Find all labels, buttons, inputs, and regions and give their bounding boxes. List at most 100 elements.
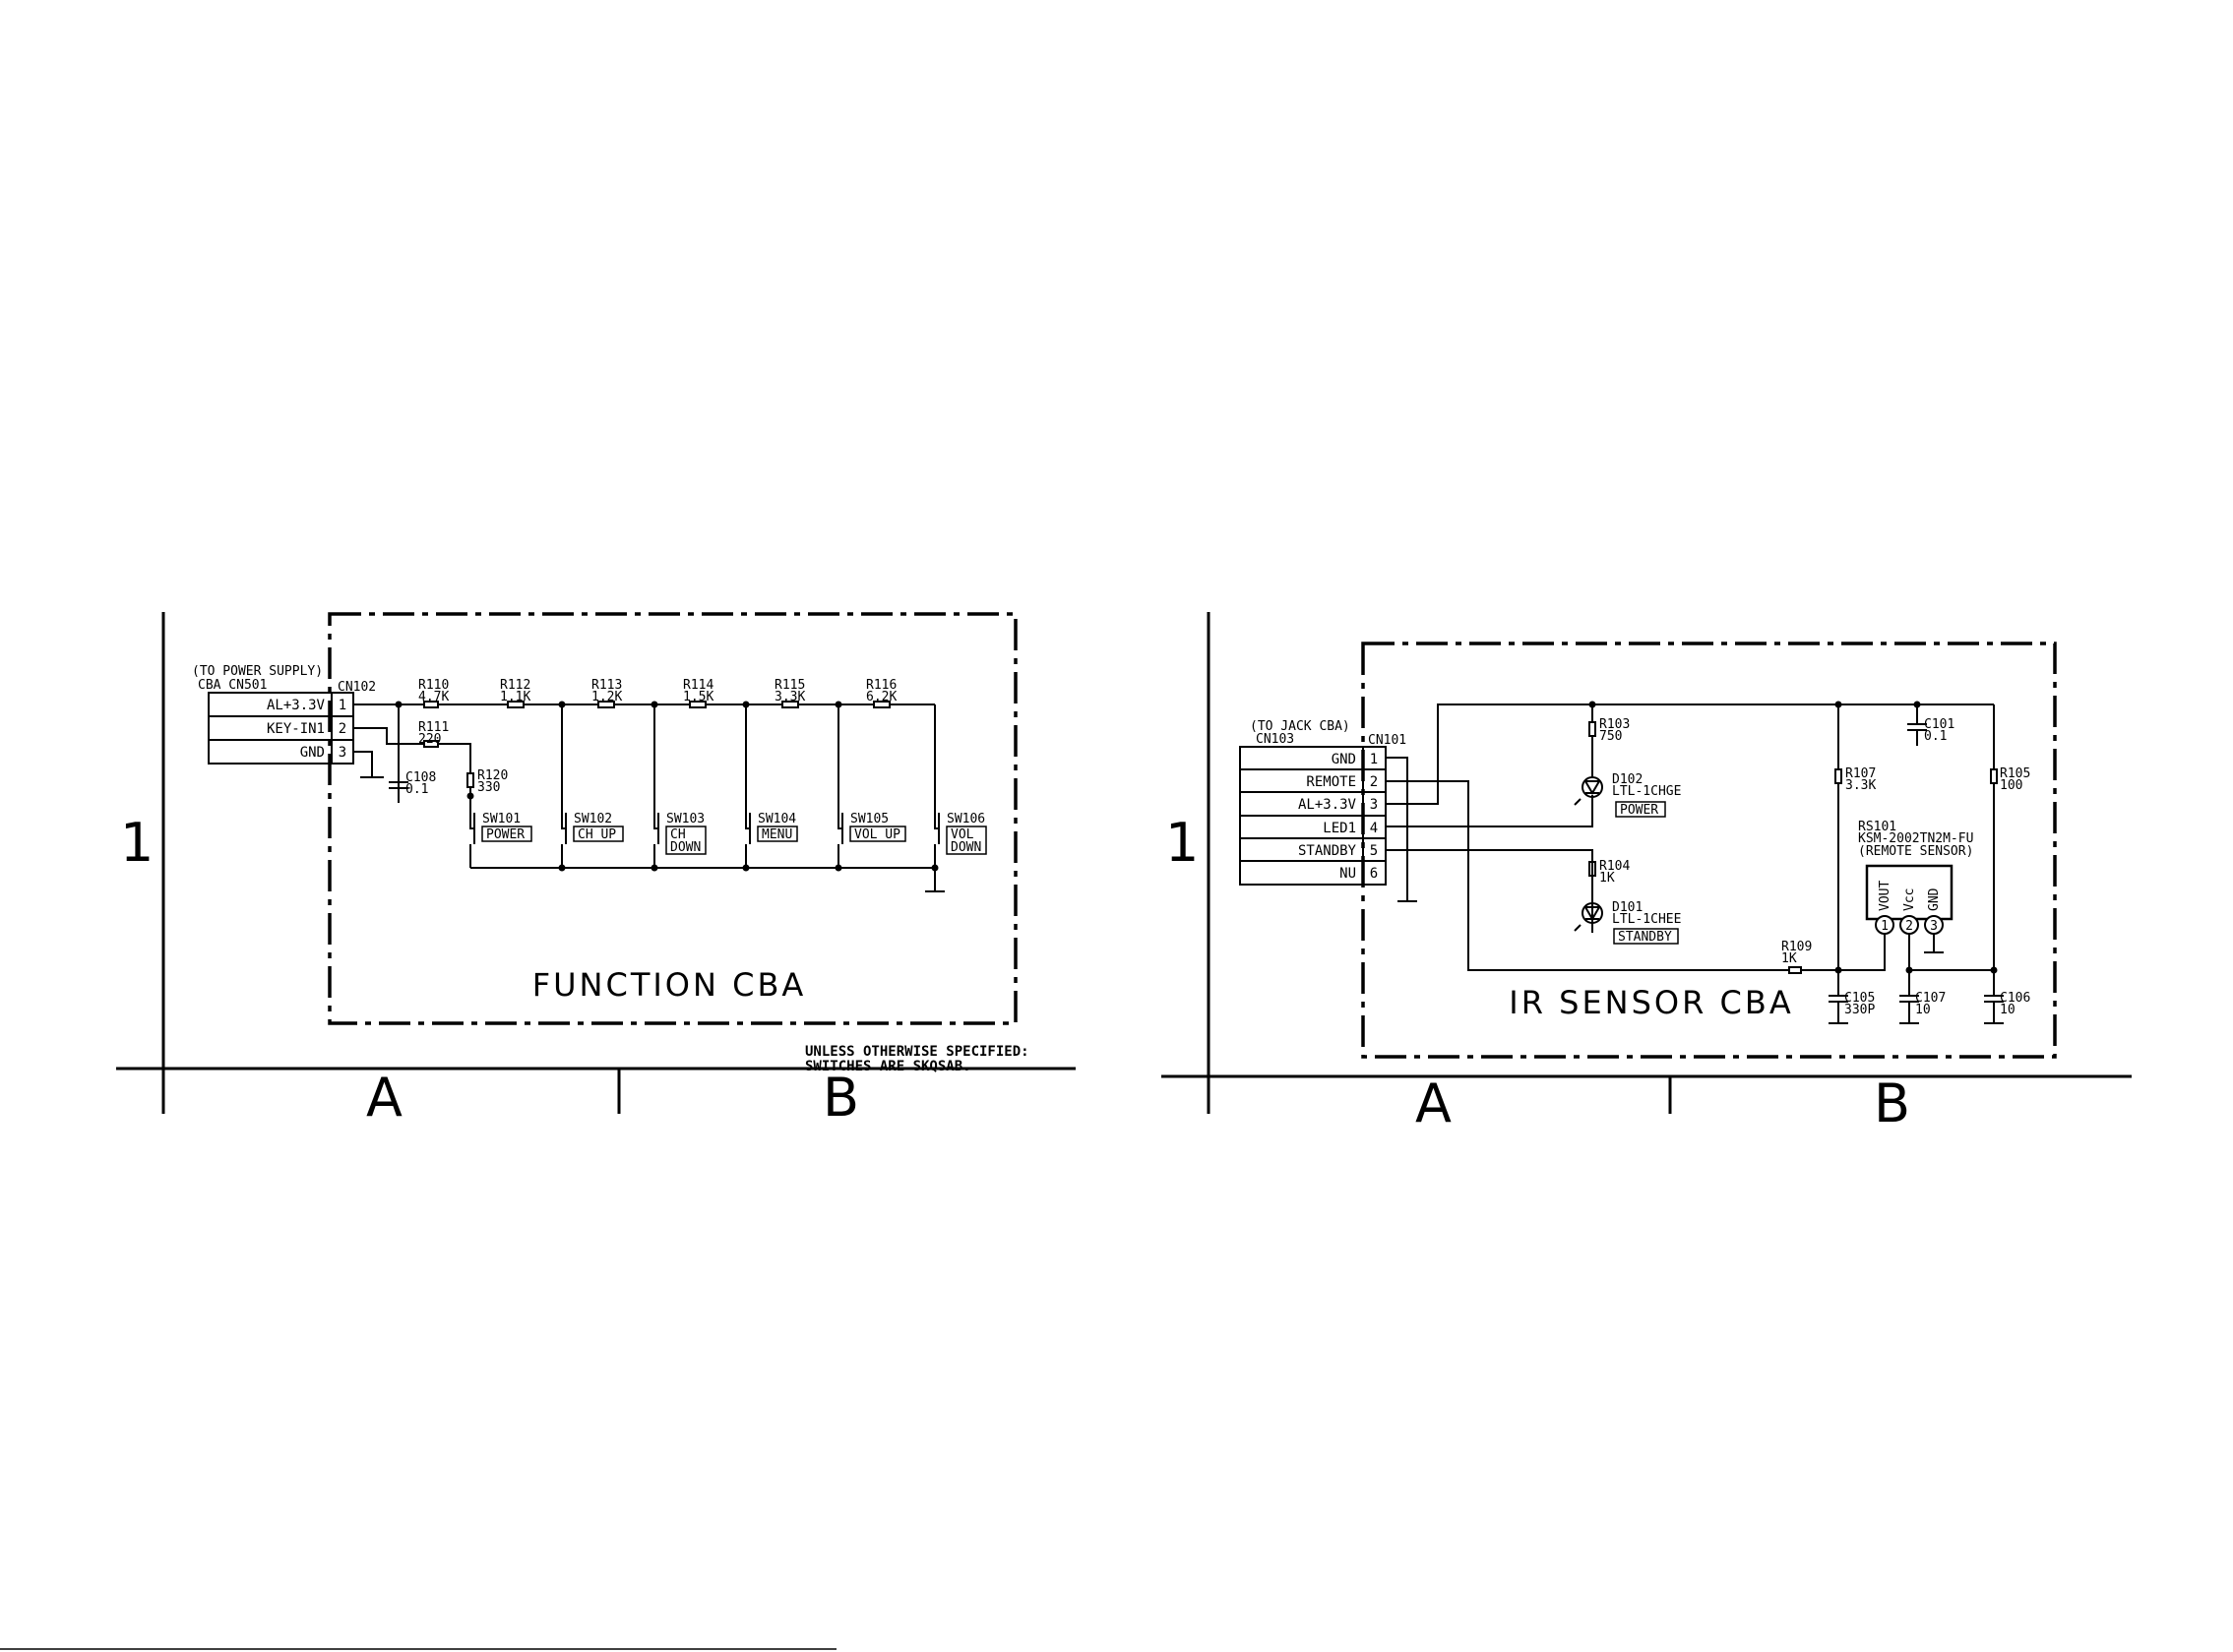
r109-value: 1K	[1781, 951, 1797, 966]
cn101-pin-1-name: GND	[1332, 752, 1356, 767]
r107-value: 3.3K	[1845, 778, 1876, 793]
resistor-r111	[423, 740, 439, 748]
sw105-label-box	[849, 826, 906, 842]
c108-ref: C108	[405, 770, 436, 785]
c101-ref: C101	[1924, 717, 1954, 732]
rs101-pin-3-num: 3	[1930, 919, 1938, 934]
sw104-label: MENU	[762, 827, 792, 842]
resistor-r104	[1588, 861, 1596, 877]
power-supply-cn501-label: CBA CN501	[198, 678, 267, 693]
cn102-connector: AL+3.3V KEY-IN1 GND 1 2 3	[208, 692, 354, 765]
cn101-pin-2-name: REMOTE	[1306, 774, 1356, 790]
d102-part: LTL-1CHGE	[1612, 784, 1681, 799]
rs101-pin-2-name: Vcc	[1902, 888, 1917, 911]
resistor-r112	[507, 701, 525, 708]
led-d101	[1574, 902, 1603, 932]
grid-col-b-label-right: B	[1874, 1072, 1910, 1134]
resistor-r103	[1588, 721, 1596, 737]
ir-sensor-cba-junctions	[1588, 701, 1998, 974]
sw105-ref: SW105	[850, 812, 889, 826]
sw103-label-line2: DOWN	[670, 840, 701, 855]
cn101-pin-5-num: 5	[1370, 843, 1378, 859]
c105-value: 330P	[1844, 1003, 1875, 1017]
ir-sensor-cba-board-outline	[1361, 642, 2057, 1059]
r105-value: 100	[2000, 778, 2022, 793]
r116-ref: R116	[866, 678, 897, 693]
cn102-pin-1-num: 1	[339, 698, 346, 713]
sw103-label-line1: CH	[670, 827, 686, 842]
rs101-pin-3-name: GND	[1927, 887, 1942, 911]
c105-ref: C105	[1844, 991, 1875, 1006]
ir-sensor-cba-wiring	[1386, 704, 2004, 1024]
ir-sensor-cba-resistors	[1588, 721, 1998, 974]
r114-value: 1.5K	[683, 690, 713, 704]
cn101-pin-1-num: 1	[1370, 752, 1378, 767]
rs101-pin-2-num: 2	[1905, 919, 1913, 934]
r104-ref: R104	[1599, 859, 1630, 874]
rs101-part: KSM-2002TN2M-FU	[1858, 831, 1973, 846]
r107-ref: R107	[1845, 766, 1876, 781]
cn101-label: CN101	[1368, 733, 1406, 748]
grid-col-a-label: A	[366, 1067, 403, 1129]
r115-value: 3.3K	[775, 690, 805, 704]
function-cba-junctions	[395, 701, 939, 872]
resistor-r113	[597, 701, 615, 708]
c107-ref: C107	[1915, 991, 1946, 1006]
sw104-label-box	[757, 826, 798, 842]
rs101-desc: (REMOTE SENSOR)	[1858, 844, 1973, 859]
sw102-label-box	[573, 826, 624, 842]
grid-col-a-label-right: A	[1415, 1072, 1452, 1134]
cn102-pin-3-num: 3	[339, 745, 346, 761]
d101-ref: D101	[1612, 900, 1643, 915]
jack-cba-cn103-label: CN103	[1256, 732, 1294, 747]
c106-ref: C106	[2000, 991, 2030, 1006]
sw106-label-box	[946, 826, 987, 855]
cn101-pin-6-name: NU	[1339, 866, 1356, 882]
r113-value: 1.2K	[591, 690, 622, 704]
d102-ref: D102	[1612, 772, 1643, 787]
sw101-label-box	[481, 826, 532, 842]
cn101-pin-4-name: LED1	[1323, 821, 1356, 836]
sw102-label: CH UP	[578, 827, 616, 842]
r120-value: 330	[477, 780, 500, 795]
sw102-ref: SW102	[574, 812, 612, 826]
r104-value: 1K	[1599, 871, 1615, 886]
cn102-label: CN102	[338, 680, 376, 695]
sw106-label-line1: VOL	[951, 827, 974, 842]
sw103-label-box	[665, 826, 707, 855]
cn101-pin-2-num: 2	[1370, 774, 1378, 790]
led-d102	[1574, 776, 1603, 806]
rs101-ref: RS101	[1858, 820, 1896, 834]
grid-row-label-right: 1	[1165, 812, 1199, 874]
grid-row-label: 1	[120, 812, 154, 874]
r111-value: 220	[418, 732, 441, 747]
ir-sensor-cba-title: IR SENSOR CBA	[1509, 984, 1793, 1021]
resistor-r107	[1834, 768, 1842, 784]
d101-label: STANDBY	[1618, 930, 1672, 945]
resistor-r120	[466, 772, 474, 788]
d101-part: LTL-1CHEE	[1612, 912, 1681, 927]
cn102-pin-3-name: GND	[300, 745, 325, 761]
sw105-label: VOL UP	[854, 827, 900, 842]
r114-ref: R114	[683, 678, 713, 693]
function-cba-title: FUNCTION CBA	[532, 966, 807, 1004]
c106-value: 10	[2000, 1003, 2016, 1017]
function-cba-resistors	[423, 701, 891, 788]
sw101-label: POWER	[486, 827, 525, 842]
cn102-pin-1-name: AL+3.3V	[267, 698, 326, 713]
cn102-pin-2-num: 2	[339, 721, 346, 737]
r113-ref: R113	[591, 678, 622, 693]
r112-ref: R112	[500, 678, 530, 693]
r103-ref: R103	[1599, 717, 1630, 732]
sw104-ref: SW104	[758, 812, 796, 826]
r120-ref: R120	[477, 768, 508, 783]
sw103-ref: SW103	[666, 812, 705, 826]
resistor-r105	[1990, 768, 1998, 784]
d101-label-box	[1613, 928, 1679, 945]
rs101-pin-1-num: 1	[1881, 919, 1889, 934]
switch-spec-note-line2: SWITCHES ARE SKQSAB.	[805, 1059, 971, 1074]
switch-spec-note-line1: UNLESS OTHERWISE SPECIFIED:	[805, 1044, 1029, 1060]
d102-label-box	[1615, 801, 1666, 818]
r111-ref: R111	[418, 720, 449, 735]
